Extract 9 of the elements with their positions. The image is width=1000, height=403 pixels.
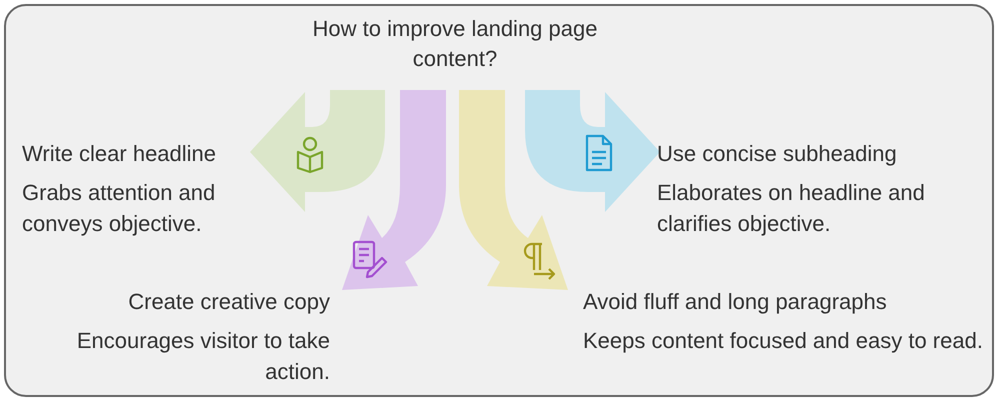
title: How to improve landing page content? bbox=[312, 15, 598, 73]
option-heading: Avoid fluff and long paragraphs bbox=[583, 288, 888, 316]
option-heading: Write clear headline bbox=[22, 140, 218, 168]
option-description: Keeps content focused and easy to read. bbox=[583, 327, 983, 355]
option-description: Encourages visitor to take action. bbox=[76, 327, 330, 386]
option-heading: Use concise subheading bbox=[657, 140, 898, 168]
option-description: Grabs attention and conveys objective. bbox=[22, 179, 216, 238]
option-description: Elaborates on headline and clarifies objective. bbox=[657, 179, 926, 238]
option-heading: Create creative copy bbox=[127, 288, 330, 316]
